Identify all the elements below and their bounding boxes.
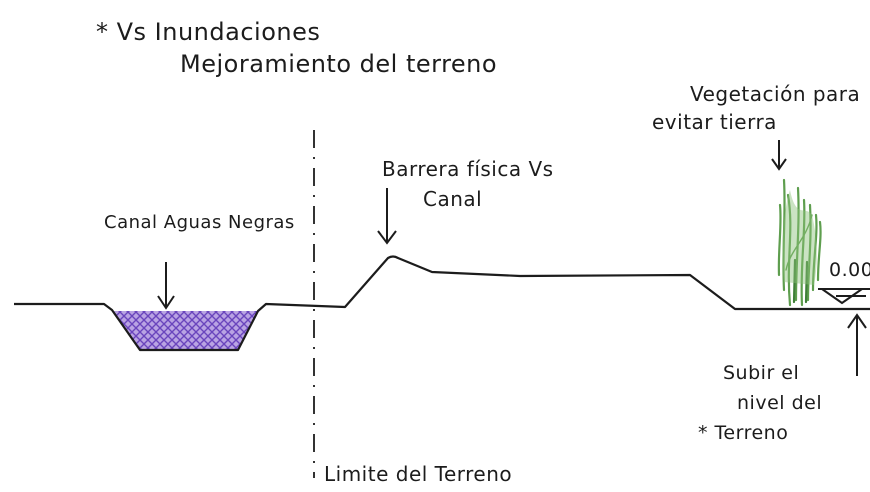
raise-label-line-2: nivel del xyxy=(737,392,823,414)
canal-fill xyxy=(112,311,258,350)
title-line-2: Mejoramiento del terreno xyxy=(180,50,498,78)
barrier-label-line-2: Canal xyxy=(423,187,483,211)
barrier-label-line-1: Barrera física Vs xyxy=(382,157,554,181)
canal-arrow xyxy=(157,262,175,310)
vegetation-label-line-2: evitar tierra xyxy=(652,110,777,134)
level-label: 0.00 xyxy=(829,259,870,281)
raise-label-line-3: * Terreno xyxy=(698,422,789,444)
title-line-1: * Vs Inundaciones xyxy=(96,18,321,46)
level-marker xyxy=(818,288,870,305)
vegetation-arrow xyxy=(771,140,787,171)
ground-profile xyxy=(14,255,870,352)
vegetation xyxy=(777,178,822,307)
raise-label-line-1: Subir el xyxy=(723,362,800,384)
boundary-label: Limite del Terreno xyxy=(324,462,513,486)
vegetation-label-line-1: Vegetación para xyxy=(690,82,861,106)
canal-label: Canal Aguas Negras xyxy=(104,212,295,233)
vegetation-fill xyxy=(782,190,817,285)
raise-arrow xyxy=(847,313,867,376)
barrier-arrow xyxy=(377,188,397,245)
